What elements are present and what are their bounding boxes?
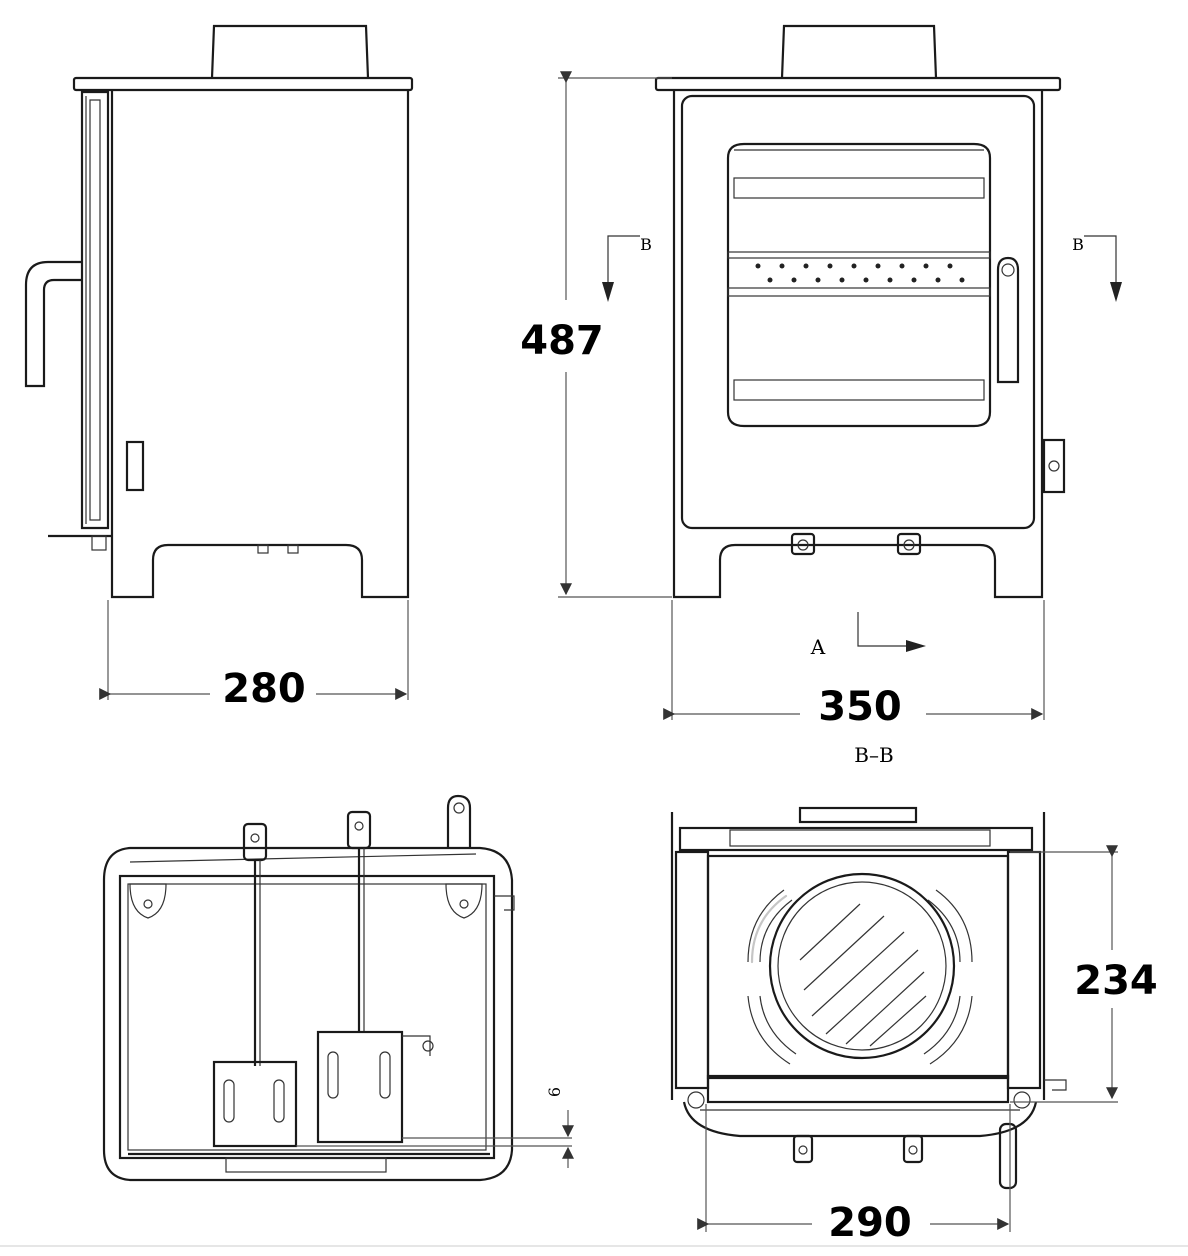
section-depth-dimension: 234 [1010,845,1158,1103]
side-width-dimension: 280 [99,600,409,712]
section-marker-left-label: B [640,235,652,254]
front-width-dimension: 350 [663,600,1045,730]
section-marker-right: B [1072,235,1122,302]
grate-bars [799,903,927,1047]
section-marker-left: B [602,235,652,302]
view-arrow-a: A [810,612,926,659]
section-depth-label: 234 [1074,958,1158,1004]
section-title: B–B [854,743,893,767]
side-width-label: 280 [222,666,306,712]
gap-label: 6 [545,1087,564,1097]
plan-view: 6 [102,794,574,1182]
airwash-holes [755,263,965,283]
height-label: 487 [520,318,604,364]
section-b-b-view [670,806,1067,1190]
side-view [24,24,414,599]
section-width-label: 290 [828,1200,912,1246]
height-dimension: 487 [520,71,672,598]
view-arrow-label: A [810,635,826,659]
front-view [654,24,1066,599]
front-width-label: 350 [818,684,902,730]
section-marker-right-label: B [1072,235,1084,254]
section-width-dimension: 290 [697,1104,1011,1246]
